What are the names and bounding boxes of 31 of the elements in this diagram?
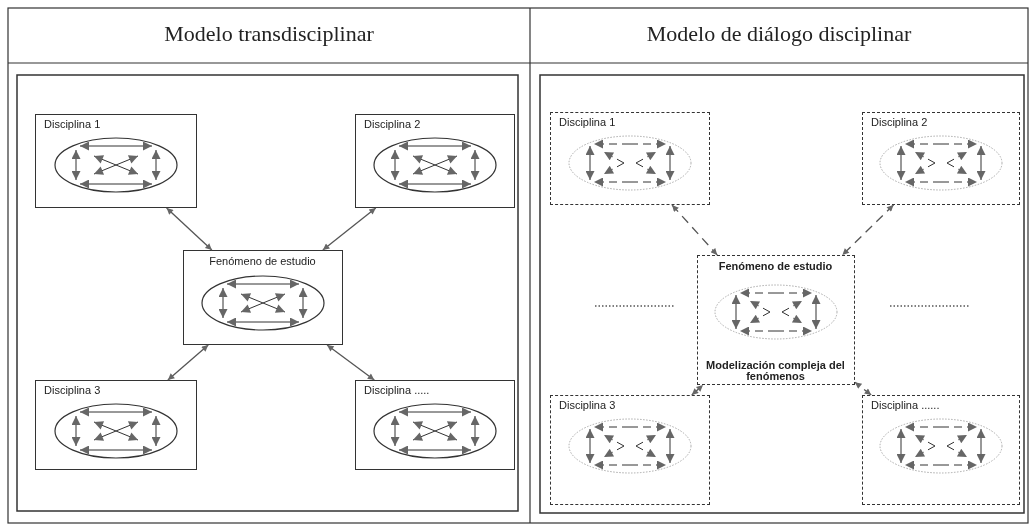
- arrow: [854, 381, 872, 396]
- arrow: [167, 344, 209, 381]
- column-heading: Modelo transdisciplinar: [163, 21, 375, 47]
- box-title: Disciplina ......: [871, 399, 940, 411]
- box-title: Disciplina 3: [44, 384, 101, 396]
- arrow: [165, 207, 213, 251]
- box-title: Disciplina 1: [559, 116, 616, 128]
- phenomenon-box: [697, 255, 855, 385]
- discipline-box: [355, 380, 515, 470]
- box-title: Disciplina 2: [871, 116, 928, 128]
- box-title: Disciplina 1: [44, 118, 101, 130]
- discipline-box: [35, 114, 197, 208]
- box-title: Disciplina 2: [364, 118, 421, 130]
- box-title: Fenómeno de estudio: [208, 255, 317, 267]
- box-title: Disciplina .....: [364, 384, 430, 396]
- box-caption: Modelización compleja del fenómenos: [705, 360, 846, 382]
- arrow: [326, 344, 375, 381]
- discipline-box: [355, 114, 515, 208]
- discipline-box: [862, 112, 1020, 205]
- discipline-box: [35, 380, 197, 470]
- box-title: Fenómeno de estudio: [717, 260, 834, 272]
- arrow: [691, 384, 704, 396]
- arrow: [841, 204, 895, 256]
- phenomenon-box: [183, 250, 343, 345]
- discipline-box: [862, 395, 1020, 505]
- arrow: [671, 204, 718, 256]
- box-title: Disciplina 3: [559, 399, 616, 411]
- column-heading: Modelo de diálogo disciplinar: [645, 21, 913, 47]
- arrow: [322, 207, 377, 251]
- discipline-box: [550, 395, 710, 505]
- discipline-box: [550, 112, 710, 205]
